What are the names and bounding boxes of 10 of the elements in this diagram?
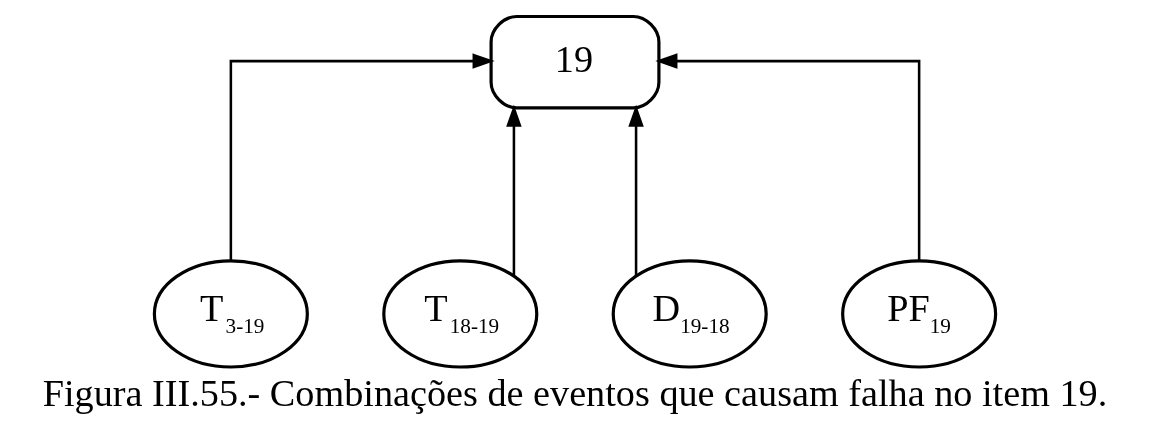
node-ellipse: T$_{18-19}$ (381, 259, 538, 369)
node-ellipse: T$_{3-19}$ (152, 259, 309, 369)
node-box: 19 (489, 14, 660, 110)
caption: Figura III.55.- Combinações de eventos que causam falha no item 19. (42, 372, 1107, 415)
node-ellipse: PF$_{19}$ (840, 259, 997, 369)
arrow (654, 53, 920, 261)
arrow (229, 53, 495, 261)
arrow (627, 104, 644, 276)
node-ellipse: D$_{19-18}$ (611, 259, 768, 369)
arrow (505, 104, 522, 276)
